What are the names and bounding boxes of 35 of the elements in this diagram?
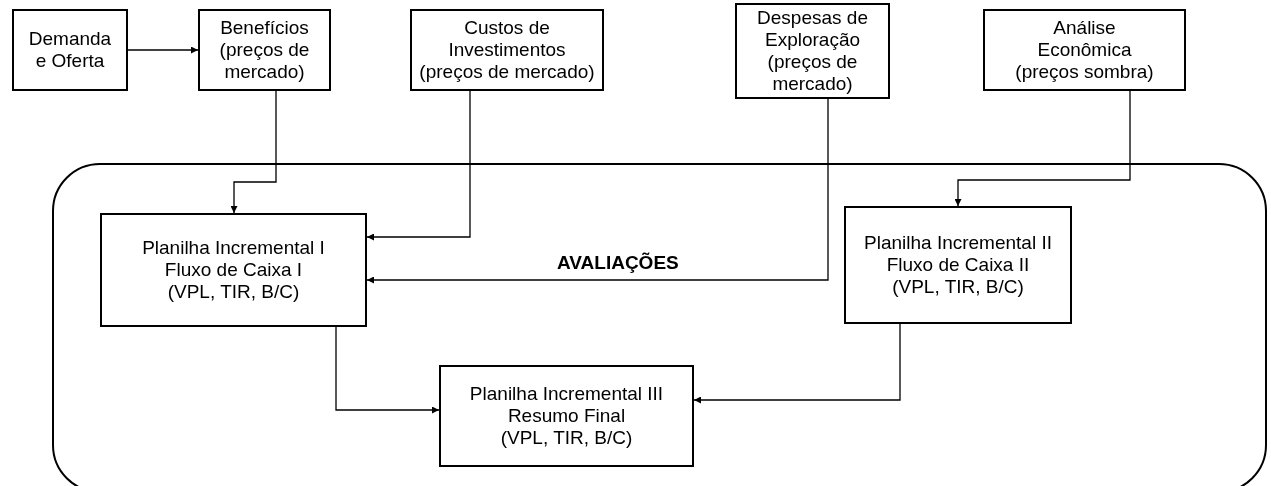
- box-text: Demanda e Oferta: [27, 28, 113, 72]
- arrow: [954, 90, 1131, 207]
- process-box: [735, 3, 890, 99]
- box-text: Planilha Incremental III: [469, 383, 664, 405]
- box-text: Planilha Incremental I: [142, 237, 325, 259]
- process-box: [410, 9, 604, 91]
- process-box: [198, 9, 331, 91]
- box-text: (preços de mercado): [218, 39, 311, 83]
- box-text: Análise Econômica: [1036, 17, 1133, 61]
- group-container: [52, 163, 1267, 486]
- process-box: [844, 206, 1072, 324]
- group-heading: AVALIAÇÕES: [557, 252, 679, 274]
- arrow: [693, 323, 901, 404]
- box-text: Benefícios: [220, 17, 309, 39]
- box-text: (preços de mercado): [419, 61, 595, 83]
- arrow: [127, 46, 199, 54]
- box-text: (VPL, TIR, B/C): [892, 276, 1024, 298]
- box-text: (preços sombra): [1015, 61, 1154, 83]
- arrow: [230, 90, 277, 214]
- arrow: [335, 326, 440, 414]
- arrow: [366, 98, 829, 284]
- box-text: Fluxo de Caixa I: [164, 259, 303, 281]
- box-text: Resumo Final: [507, 405, 626, 427]
- process-box: [12, 9, 128, 91]
- box-text: Planilha Incremental II: [864, 232, 1052, 254]
- process-box: [439, 365, 694, 467]
- box-text: Custos de Investimentos: [447, 17, 567, 61]
- process-box: [983, 9, 1186, 91]
- process-box: [100, 213, 367, 327]
- box-text: (preços de mercado): [766, 51, 859, 95]
- box-text: Fluxo de Caixa II: [886, 254, 1030, 276]
- box-text: (VPL, TIR, B/C): [500, 427, 633, 449]
- box-text: Despesas de Exploração: [756, 7, 869, 51]
- box-text: (VPL, TIR, B/C): [167, 281, 300, 303]
- arrow: [366, 90, 471, 241]
